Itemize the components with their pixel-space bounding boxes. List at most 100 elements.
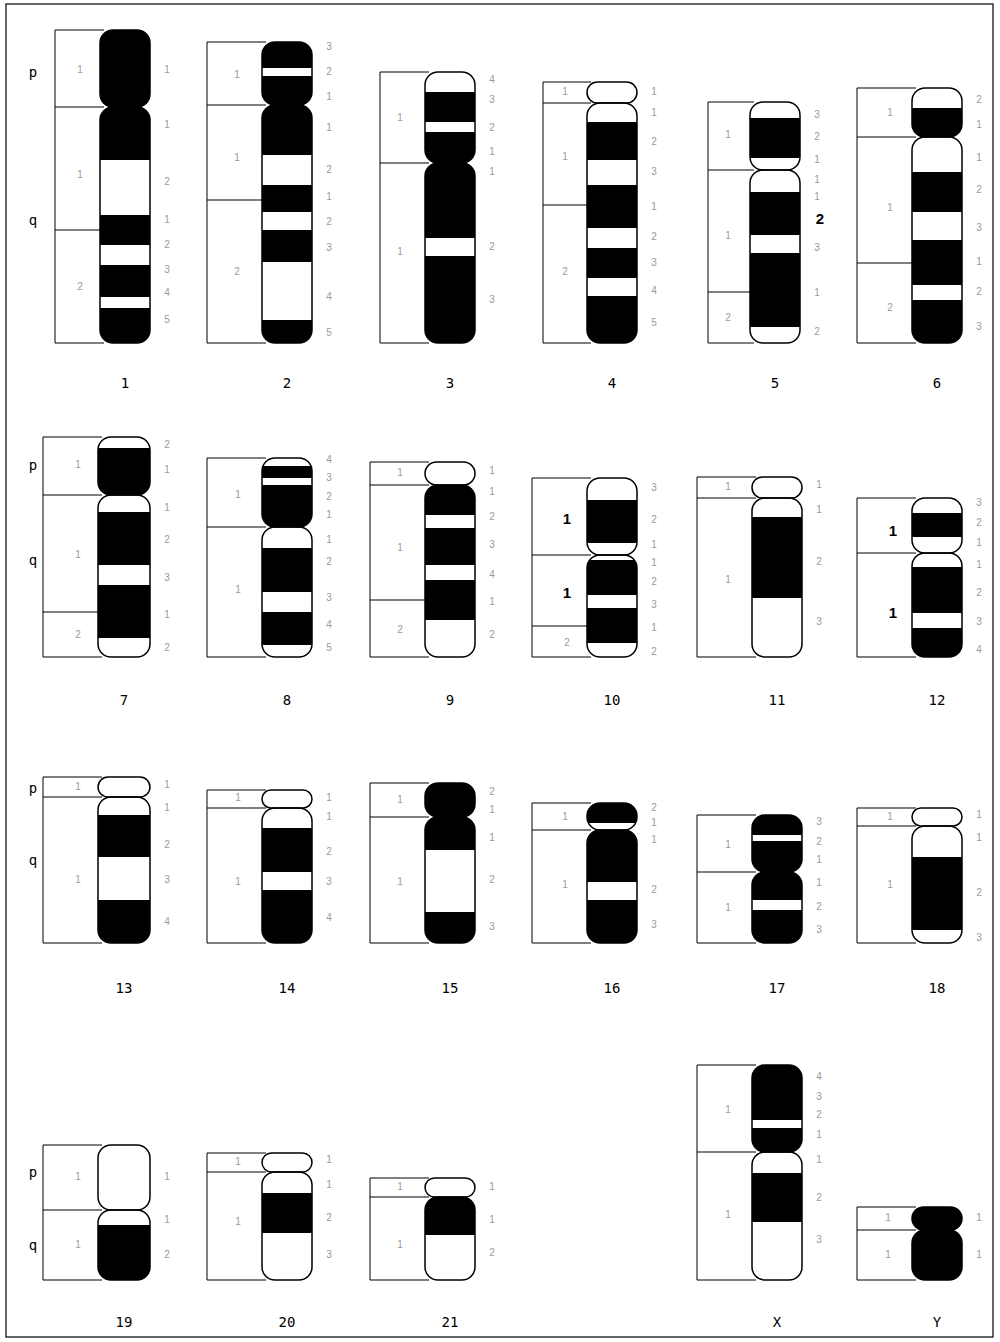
region-number: 1: [397, 1240, 403, 1250]
chromosome: [751, 815, 803, 943]
dark-band: [261, 828, 313, 872]
region-number: 1: [397, 795, 403, 805]
dark-band: [751, 1173, 803, 1222]
arm-label: q: [29, 213, 37, 227]
region-bracket: [380, 72, 429, 343]
chromosome: [751, 477, 803, 657]
band-number: 2: [489, 787, 495, 797]
band-number: 1: [489, 487, 495, 497]
region-number: 1: [397, 468, 403, 478]
band-number: 3: [814, 110, 820, 120]
band-number: 2: [651, 577, 657, 587]
dark-band: [911, 240, 963, 285]
chromosome: [97, 1145, 151, 1280]
dark-band: [586, 560, 638, 595]
band-number: 3: [976, 322, 982, 332]
dark-band: [911, 513, 963, 537]
region-number: 2: [75, 630, 81, 640]
band-number: 2: [326, 492, 332, 502]
region-number: 1: [887, 812, 893, 822]
band-number: 3: [976, 933, 982, 943]
region-bracket: [857, 1207, 916, 1280]
region-number: 1: [562, 152, 568, 162]
chromosome: [911, 498, 963, 657]
dark-band: [261, 185, 313, 212]
band-number: 1: [816, 878, 822, 888]
dark-band: [911, 857, 963, 930]
band-number: 5: [326, 328, 332, 338]
band-number: 1: [489, 1182, 495, 1192]
band-number: 3: [489, 922, 495, 932]
band-number: 2: [816, 837, 822, 847]
band-number: 2: [489, 512, 495, 522]
band-number: 3: [651, 920, 657, 930]
band-number: 2: [651, 137, 657, 147]
dark-band: [586, 608, 638, 643]
band-number: 1: [326, 510, 332, 520]
dark-band: [586, 830, 638, 882]
band-number: 3: [489, 95, 495, 105]
band-number: 1: [816, 855, 822, 865]
band-number: 5: [326, 643, 332, 653]
chromosome-number: 7: [120, 693, 128, 707]
band-number: 1: [816, 480, 822, 490]
dark-band: [261, 466, 313, 478]
band-number: 3: [164, 265, 170, 275]
band-number: 2: [489, 875, 495, 885]
chromosome: [424, 72, 476, 343]
region-number: 1: [397, 543, 403, 553]
band-number: 1: [164, 610, 170, 620]
band-number: 1: [326, 123, 332, 133]
region-bracket: [55, 30, 104, 343]
band-number: 3: [816, 617, 822, 627]
band-number: 4: [489, 570, 495, 580]
chromosome: [586, 82, 638, 343]
band-number: 2: [976, 185, 982, 195]
region-number: 1: [397, 113, 403, 123]
dark-band: [99, 308, 151, 343]
region-bracket: [43, 1145, 102, 1280]
region-number: 1: [725, 840, 731, 850]
region-number: 1: [397, 877, 403, 887]
region-number: 1: [397, 247, 403, 257]
chromosome-number: 13: [116, 981, 133, 995]
region-bracket: [370, 462, 429, 657]
band-number: 2: [976, 588, 982, 598]
region-number: 1: [725, 1210, 731, 1220]
band-number: 4: [816, 1072, 822, 1082]
region-bracket: [543, 82, 591, 343]
band-number: 1: [164, 503, 170, 513]
band-number: 2: [976, 888, 982, 898]
band-number: 3: [651, 258, 657, 268]
region-number: 1: [234, 70, 240, 80]
band-number: 2: [651, 647, 657, 657]
region-number: 1: [885, 1213, 891, 1223]
band-number: 1: [976, 810, 982, 820]
chromosome: [261, 1153, 313, 1280]
region-number: 1: [725, 482, 731, 492]
dark-band: [911, 628, 963, 657]
region-number: 2: [564, 638, 570, 648]
band-number: 2: [326, 1213, 332, 1223]
band-number: 1: [164, 65, 170, 75]
dark-band: [261, 548, 313, 592]
band-number: 2: [651, 885, 657, 895]
region-number: 1: [889, 523, 897, 538]
region-number: 1: [725, 575, 731, 585]
band-number: 2: [326, 217, 332, 227]
band-number: 4: [326, 292, 332, 302]
chromosome-number: 5: [771, 376, 779, 390]
dark-band: [586, 296, 638, 343]
region-number: 1: [563, 585, 571, 600]
chromosome: [99, 30, 151, 343]
band-number: 1: [976, 1250, 982, 1260]
region-number: 1: [235, 877, 241, 887]
chromosome: [97, 437, 151, 657]
region-number: 2: [562, 267, 568, 277]
region-number: 1: [77, 65, 83, 75]
region-bracket: [370, 783, 429, 943]
band-number: 1: [164, 780, 170, 790]
band-number: 2: [651, 515, 657, 525]
band-number: 1: [326, 535, 332, 545]
dark-band: [586, 248, 638, 278]
